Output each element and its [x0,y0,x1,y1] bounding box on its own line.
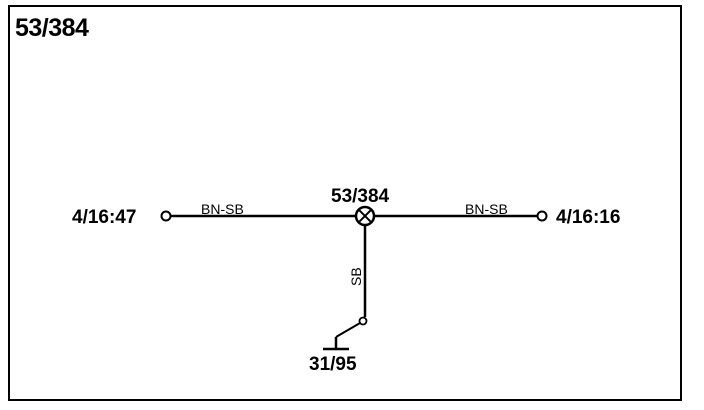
left-terminal-connector [160,210,172,222]
left-terminal-label: 4/16:47 [72,207,136,228]
splice-point-icon [354,205,376,227]
diagram-frame [8,5,682,401]
left-wire-color-label: BN-SB [201,201,244,217]
ground-point-icon [323,316,368,351]
down-wire-color-label: SB [348,267,364,286]
splice-label: 53/384 [331,186,390,207]
ground-label: 31/95 [309,354,357,375]
right-wire-color-label: BN-SB [465,201,508,217]
right-terminal-connector [536,210,548,222]
right-terminal-label: 4/16:16 [556,207,620,228]
diagram-title: 53/384 [15,14,89,42]
